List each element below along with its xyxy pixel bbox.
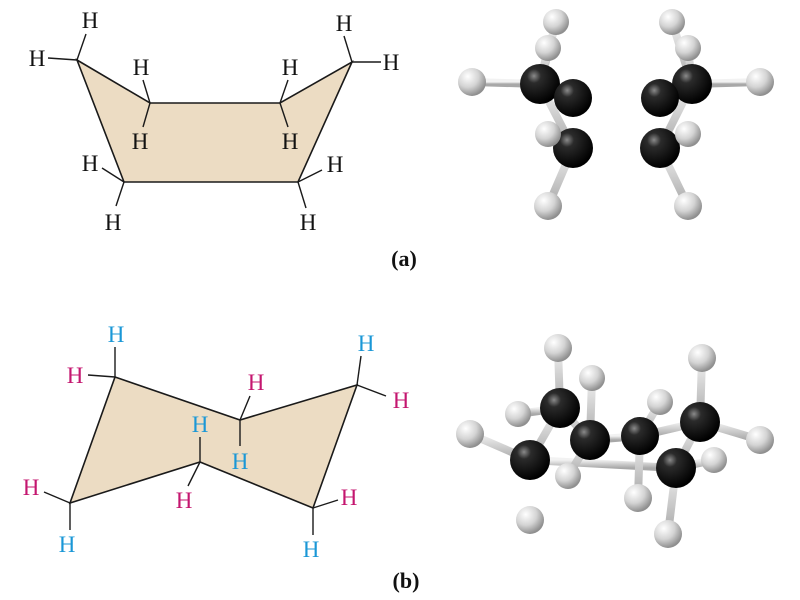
chair-h-axial-label: H	[108, 322, 125, 347]
chair-h-equatorial-label: H	[176, 488, 193, 513]
chair-h-equatorial-label: H	[67, 363, 84, 388]
chair-ch-bonds	[43, 347, 387, 535]
chair-ring	[68, 375, 359, 510]
boat-ch-bonds	[47, 33, 381, 209]
chair-h-equatorial-label: H	[341, 485, 358, 510]
boat-h-label: H	[300, 210, 317, 235]
boat-h-label: H	[282, 129, 299, 154]
chair-h-axial-label: H	[303, 537, 320, 562]
boat-h-label: H	[82, 8, 99, 33]
boat-h-label: H	[133, 55, 150, 80]
boat-hydrogen-atoms-front	[534, 121, 702, 220]
boat-h-label: H	[82, 151, 99, 176]
boat-h-label: H	[336, 11, 353, 36]
chair-h-equatorial-label: H	[248, 370, 265, 395]
boat-h-label: H	[383, 50, 400, 75]
chair-h-axial-label: H	[232, 449, 249, 474]
panel-b-label: (b)	[393, 568, 420, 593]
panel-b-chair-ball-and-stick	[456, 334, 774, 548]
panel-a-boat-ball-and-stick	[458, 9, 774, 220]
chair-h-equatorial-label: H	[393, 388, 410, 413]
boat-h-label: H	[327, 152, 344, 177]
panel-a-label: (a)	[391, 246, 417, 271]
chair-hydrogen-atoms-front	[516, 447, 727, 548]
chair-h-axial-label: H	[192, 412, 209, 437]
chair-hydrogen-atoms-back	[456, 334, 774, 454]
chair-h-equatorial-label: H	[23, 475, 40, 500]
boat-h-label: H	[132, 129, 149, 154]
boat-h-label: H	[105, 210, 122, 235]
boat-h-label: H	[282, 55, 299, 80]
panel-a-boat-diagram: H H H H H H H H H H H H	[29, 8, 400, 235]
boat-carbon-atoms	[520, 64, 712, 168]
chair-h-axial-label: H	[59, 532, 76, 557]
panel-b-chair-diagram: H H H H H H H H H H H H	[23, 322, 410, 562]
boat-hydrogen-atoms	[458, 9, 774, 96]
boat-h-label: H	[29, 46, 46, 71]
boat-ring	[75, 58, 354, 183]
chair-h-axial-label: H	[358, 331, 375, 356]
chair-carbon-atoms	[510, 388, 720, 488]
